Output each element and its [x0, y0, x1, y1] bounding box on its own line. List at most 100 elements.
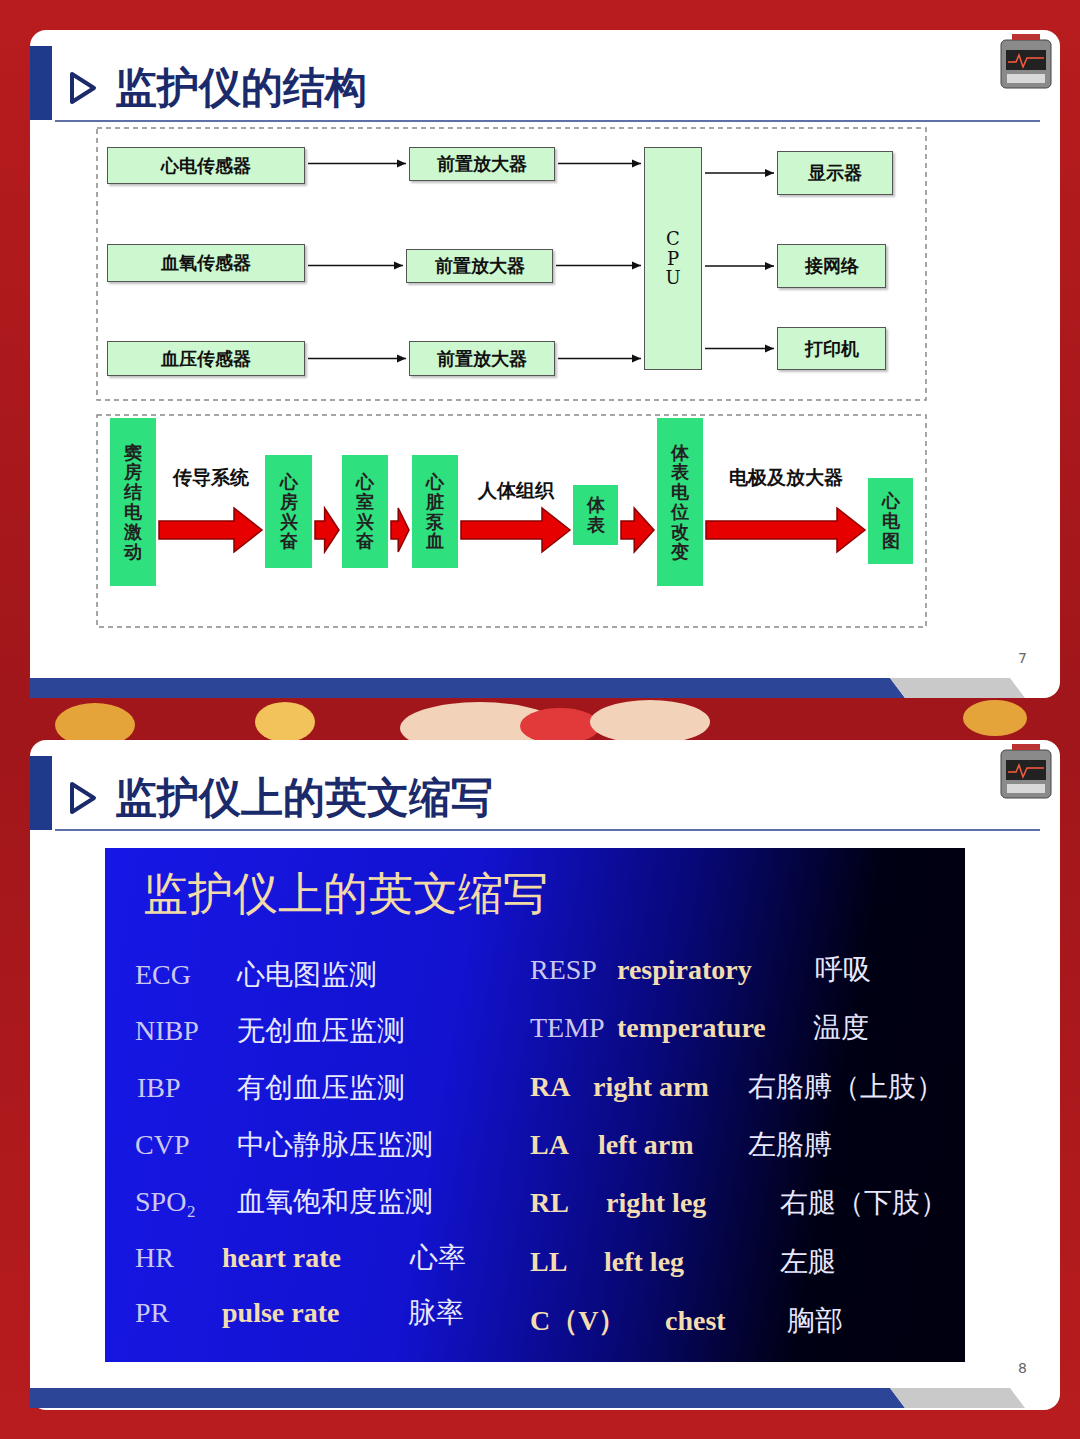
- bullet-arrow: [72, 784, 94, 812]
- table-cell: heart rate: [222, 1242, 341, 1274]
- title-rule: [55, 120, 1040, 122]
- table-cell: 右胳膊（上肢）: [748, 1068, 944, 1106]
- table-cell: NIBP: [135, 1015, 199, 1047]
- connector: [705, 345, 774, 353]
- arrow-head: [765, 345, 774, 353]
- table-cell: 血氧饱和度监测: [237, 1183, 433, 1221]
- connector: [705, 262, 774, 270]
- table-cell: 呼吸: [815, 951, 871, 989]
- node-text: 心房兴奋: [280, 472, 298, 551]
- title-rule: [55, 829, 1040, 831]
- table-cell: PR: [135, 1297, 169, 1329]
- connector-line: [705, 348, 774, 350]
- table-cell: 心电图监测: [237, 956, 377, 994]
- table-cell: HR: [135, 1242, 174, 1274]
- connector: [308, 160, 406, 168]
- table-cell: 无创血压监测: [237, 1012, 405, 1050]
- process-box: 心室兴奋: [342, 455, 388, 568]
- connector-line: [705, 172, 774, 174]
- table-cell: right leg: [606, 1187, 706, 1219]
- thick-arrow: [706, 508, 865, 552]
- bullet-arrow: [72, 74, 94, 102]
- connector: [159, 508, 262, 552]
- connector: [558, 160, 641, 168]
- node-text: 接网络: [805, 254, 859, 278]
- table-cell: left leg: [604, 1246, 684, 1278]
- node-text: 前置放大器: [435, 254, 525, 278]
- result-box: 心电图: [868, 478, 913, 564]
- node-text: 心脏泵血: [426, 472, 444, 551]
- slide-card: [30, 30, 1060, 698]
- node-text: 心电图: [882, 491, 900, 550]
- node-text: 前置放大器: [437, 347, 527, 371]
- table-cell: 右腿（下肢）: [780, 1184, 948, 1222]
- connector: [391, 508, 409, 552]
- table-cell: pulse rate: [222, 1297, 339, 1329]
- arrow-head: [394, 262, 403, 270]
- output-box: 接网络: [777, 244, 886, 288]
- thick-arrow: [159, 508, 262, 552]
- connector: [706, 508, 865, 552]
- monitor-icon: [1001, 34, 1051, 88]
- thick-arrow: [315, 508, 339, 552]
- table-cell: right arm: [593, 1071, 709, 1103]
- arrow-head: [765, 262, 774, 270]
- table-cell: respiratory: [617, 954, 752, 986]
- connector: [556, 262, 641, 270]
- edge-label: 传导系统: [171, 465, 251, 491]
- connector: [315, 508, 339, 552]
- dashed-region: [97, 415, 926, 627]
- table-cell: temperature: [617, 1012, 766, 1044]
- connector-line: [705, 265, 774, 267]
- node-text: 显示器: [808, 161, 862, 185]
- arrow-head: [632, 355, 641, 363]
- amplifier-box: 前置放大器: [406, 249, 553, 283]
- table-cell: chest: [665, 1305, 726, 1337]
- process-box: 体表电位改变: [657, 418, 703, 586]
- table-cell: IBP: [137, 1072, 181, 1104]
- table-cell: RESP: [530, 954, 597, 986]
- connector-line: [558, 358, 641, 360]
- process-box: 心脏泵血: [412, 455, 458, 568]
- table-cell: 胸部: [787, 1302, 843, 1340]
- connector-line: [558, 163, 641, 165]
- connector-line: [308, 358, 406, 360]
- table-cell: 脉率: [408, 1294, 464, 1332]
- node-text: 心电传感器: [161, 154, 251, 178]
- accent-bar: [30, 756, 52, 830]
- connector-line: [308, 265, 403, 267]
- arrow-head: [632, 160, 641, 168]
- page-number: 8: [1018, 1360, 1027, 1376]
- sensor-box: 心电传感器: [107, 147, 305, 184]
- sensor-box: 血压传感器: [107, 341, 305, 376]
- connector: [308, 355, 406, 363]
- connector-line: [308, 163, 406, 165]
- thick-arrow: [391, 508, 409, 552]
- table-cell: LA: [530, 1129, 569, 1161]
- process-box: 窦房结电激动: [110, 418, 156, 586]
- accent-bar: [30, 46, 52, 120]
- cpu-box: CPU: [644, 147, 702, 370]
- table-cell: SPO₂: [135, 1186, 196, 1218]
- arrow-head: [765, 169, 774, 177]
- footer-band: [30, 1388, 905, 1408]
- node-text: 体表电位改变: [671, 443, 689, 562]
- process-box: 心房兴奋: [265, 455, 312, 568]
- arrow-head: [632, 262, 641, 270]
- table-cell: LL: [530, 1246, 567, 1278]
- footer-band: [890, 678, 1025, 698]
- slide-card: [30, 740, 1060, 1410]
- footer-band: [890, 1388, 1025, 1408]
- table-cell: CVP: [135, 1129, 189, 1161]
- node-text: 血氧传感器: [161, 251, 251, 275]
- node-text: 前置放大器: [437, 152, 527, 176]
- abbreviation-panel: 监护仪上的英文缩写: [105, 848, 965, 1362]
- table-cell: 左胳膊: [748, 1126, 832, 1164]
- connector: [621, 508, 654, 552]
- table-cell: RA: [530, 1071, 570, 1103]
- node-text: CPU: [664, 229, 682, 288]
- node-text: 血压传感器: [161, 347, 251, 371]
- thick-arrow: [621, 508, 654, 552]
- node-text: 心室兴奋: [356, 472, 374, 551]
